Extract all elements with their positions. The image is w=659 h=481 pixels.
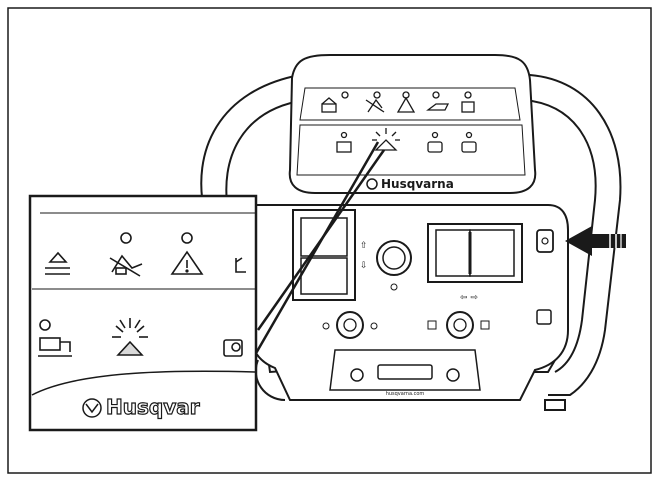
fuel-tank-icon [427,131,443,153]
toggle-icon [461,131,477,153]
warning-triangle-icon [396,91,416,113]
bottom-strip: husqvarna.com [329,349,481,397]
inset-brand: Husqvar [82,394,200,420]
fuel-pump-icon [461,91,475,113]
side-button-right[interactable] [536,309,552,325]
display-bottom-row-icons [336,128,477,153]
footer-small-text: husqvarna.com [386,391,425,397]
fuel-tank-icon [223,339,243,357]
fuel-pump-icon [336,131,352,153]
center-knob[interactable] [376,240,412,291]
right-rocker-switch[interactable]: ⇦ ⇨ [427,223,523,303]
lamp-flashing-icon [372,128,400,151]
right-lower-knob[interactable] [427,311,490,339]
no-fuel-icon [109,232,143,277]
inset-bottom-row-icons [38,318,243,357]
svg-text:⇦ ⇨: ⇦ ⇨ [460,293,478,303]
fuel-nozzle-icon [235,257,246,273]
hood-icon [321,91,349,113]
figure-border [7,7,652,474]
inset-top-row-icons [45,232,246,277]
no-fuel-icon [365,91,385,113]
zoom-inset [28,194,258,432]
fuel-pump-icon [38,319,72,357]
left-lower-knob[interactable] [322,311,378,339]
display-panel [288,54,537,194]
pointer-arrow [565,226,626,256]
svg-text:⇩: ⇩ [360,261,368,271]
oil-can-icon [426,91,450,111]
bottom-right-button[interactable] [446,368,460,382]
lamp-flashing-icon [112,318,148,356]
inset-brand-logo-text: Husqvar [106,395,200,419]
leader-lines [253,141,386,356]
display-brand: Husqvarna [366,177,454,191]
display-top-row-icons [321,91,475,113]
key-slot[interactable] [536,229,554,253]
bottom-display [377,364,433,380]
brand-logo-text: Husqvarna [381,177,454,191]
tilt-up-icon [45,251,70,275]
bottom-left-button[interactable] [350,368,364,382]
warning-triangle-icon [170,232,204,275]
svg-text:⇧: ⇧ [360,241,368,251]
